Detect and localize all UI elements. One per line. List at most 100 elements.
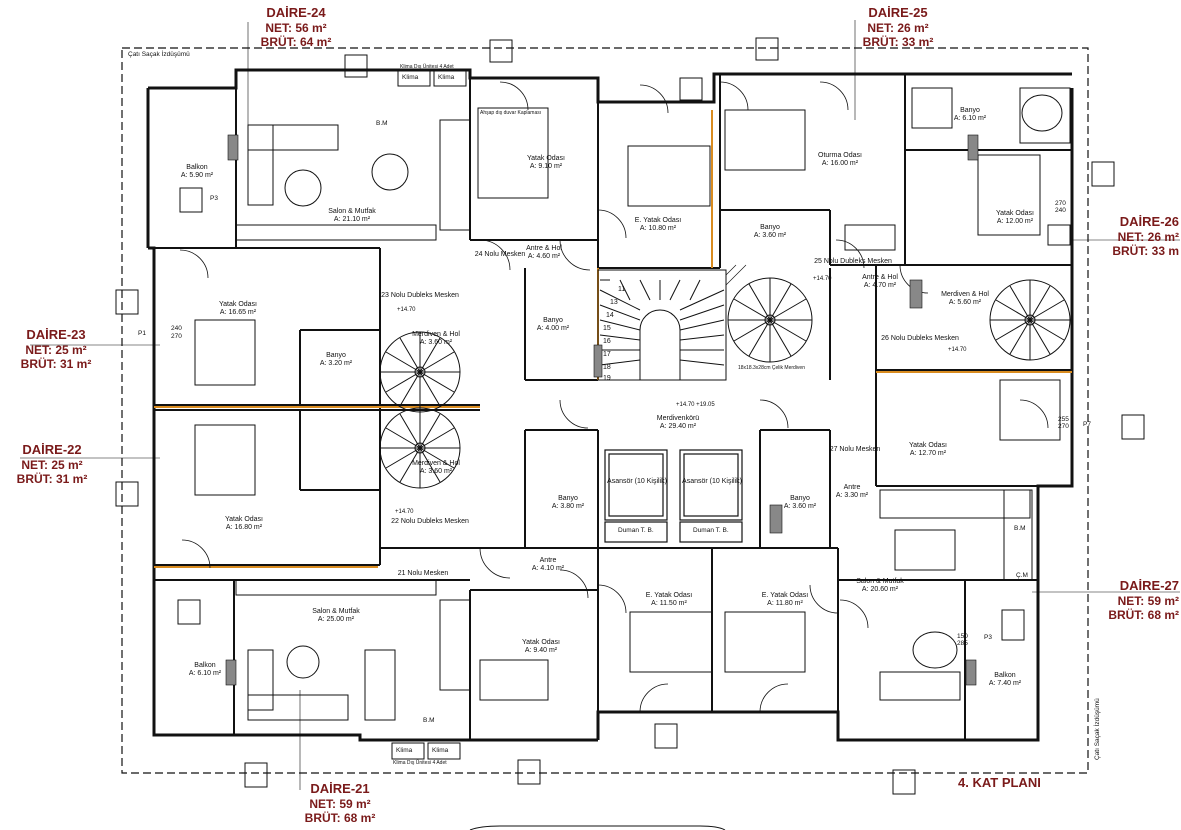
stair-step-number: 16 bbox=[603, 338, 611, 345]
apartment-net: NET: 25 m² bbox=[25, 342, 87, 357]
apartment-net: NET: 59 m² bbox=[309, 796, 371, 811]
ac-unit-label: Klima bbox=[432, 747, 449, 754]
apartment-brut: BRÜT: 68 m² bbox=[304, 810, 376, 825]
interior-walls bbox=[154, 70, 1072, 740]
window-code: P3 bbox=[984, 634, 992, 641]
roof-eave-outline bbox=[121, 47, 1089, 774]
stair-step-number: 11 bbox=[618, 286, 626, 293]
stair-hatch bbox=[725, 264, 747, 286]
elevation-marker: +14.70 bbox=[948, 347, 967, 353]
dimension-label: 255 bbox=[1058, 416, 1069, 423]
apartment-net: NET: 59 m² bbox=[1117, 593, 1179, 608]
apartment-label-21: DAİRE-21 NET: 59 m² BRÜT: 68 m² bbox=[290, 781, 390, 825]
kitchen-counters bbox=[235, 119, 1033, 691]
window-symbols bbox=[115, 37, 1145, 795]
elevation-marker: +14.70 bbox=[397, 307, 416, 313]
window-code: P1 bbox=[138, 330, 146, 337]
dimension-label: 240 bbox=[171, 325, 182, 332]
core-stair bbox=[597, 269, 727, 381]
stair-step-number: 18 bbox=[603, 364, 611, 371]
door-swings bbox=[179, 81, 1049, 713]
elevation-marker: +14.70 bbox=[395, 509, 414, 515]
apartment-brut: BRÜT: 31 m² bbox=[20, 356, 92, 371]
window-code: P7 bbox=[1083, 421, 1091, 428]
elevator-label: Asansör (10 Kişilik) bbox=[607, 477, 667, 485]
room-label: 24 Nolu Mesken bbox=[474, 250, 526, 258]
appliance-label: Ç.M bbox=[1016, 572, 1028, 579]
apartment-label-25: DAİRE-25 NET: 26 m² BRÜT: 33 m² bbox=[848, 5, 948, 49]
apartment-label-27: DAİRE-27 NET: 59 m² BRÜT: 68 m² bbox=[1085, 578, 1179, 622]
elevation-marker: +14.70 +19.05 bbox=[676, 402, 715, 408]
stair-step-number: 13 bbox=[610, 299, 618, 306]
apartment-brut: BRÜT: 31 m² bbox=[16, 471, 88, 486]
dimension-label: 270 bbox=[1055, 200, 1066, 207]
stair-step-number: 17 bbox=[603, 351, 611, 358]
apartment-name: DAİRE-26 bbox=[1119, 214, 1179, 229]
apartment-brut: BRÜT: 33 m² bbox=[862, 34, 934, 49]
elevator-shafts bbox=[604, 449, 743, 543]
ac-unit-label: Klima bbox=[438, 74, 455, 81]
roof-eave-label-right: Çatı Saçak İzdüşümü bbox=[1094, 698, 1101, 760]
apartment-net: NET: 26 m² bbox=[867, 20, 929, 35]
dimension-label: 285 bbox=[957, 640, 968, 647]
apartment-label-23: DAİRE-23 NET: 25 m² BRÜT: 31 m² bbox=[8, 327, 104, 371]
stair-spec: 18x18.3x28cm Çelik Merdiven bbox=[738, 365, 805, 371]
ac-note: Klima Dış Ünitesi 4 Adet bbox=[400, 64, 454, 70]
apartment-net: NET: 25 m² bbox=[21, 457, 83, 472]
roof-eave-label: Çatı Saçak İzdüşümü bbox=[128, 51, 190, 58]
room-label: 22 Nolu Dubleks Mesken bbox=[391, 517, 469, 525]
dimension-label: 270 bbox=[1058, 423, 1069, 430]
apartment-name: DAİRE-27 bbox=[1119, 578, 1179, 593]
room-label: 27 Nolu Mesken bbox=[829, 445, 881, 453]
ac-unit-label: Klima bbox=[396, 747, 413, 754]
wall-cladding-note: Ahşap dış duvar Kaplaması bbox=[480, 110, 542, 116]
appliance-label: B.M bbox=[1014, 525, 1026, 532]
appliance-label: B.M bbox=[423, 717, 435, 724]
dimension-label: 240 bbox=[1055, 207, 1066, 214]
leader-lines bbox=[20, 20, 1180, 790]
bottom-edge-shape bbox=[469, 825, 726, 830]
columns bbox=[225, 134, 979, 686]
apartment-net: NET: 56 m² bbox=[265, 20, 327, 35]
apartment-label-24: DAİRE-24 NET: 56 m² BRÜT: 64 m² bbox=[246, 5, 346, 49]
appliance-label: B.M bbox=[376, 120, 388, 127]
apartment-label-26: DAİRE-26 NET: 26 m² BRÜT: 33 m bbox=[1095, 214, 1179, 258]
apartment-net: NET: 26 m² bbox=[1117, 229, 1179, 244]
elevation-marker: +14.70 bbox=[813, 276, 832, 282]
smoke-duct-label: Duman T. B. bbox=[618, 527, 654, 534]
smoke-duct-label: Duman T. B. bbox=[693, 527, 729, 534]
ac-units bbox=[391, 69, 467, 760]
ac-unit-label: Klima bbox=[402, 74, 419, 81]
apartment-brut: BRÜT: 33 m bbox=[1112, 243, 1179, 258]
dimension-label: 150 bbox=[957, 633, 968, 640]
dimension-label: 270 bbox=[171, 333, 182, 340]
apartment-name: DAİRE-21 bbox=[310, 781, 370, 796]
ac-note: Klima Dış Ünitesi 4 Adet bbox=[393, 760, 447, 766]
room-label: 23 Nolu Dubleks Mesken bbox=[381, 291, 459, 299]
